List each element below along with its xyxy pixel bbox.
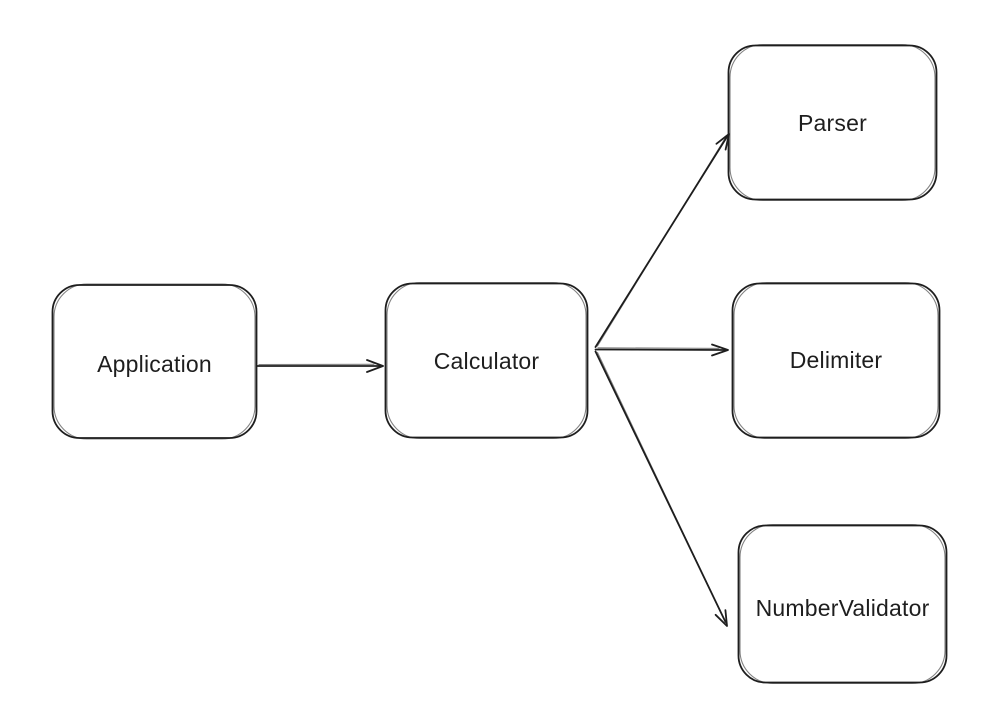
node-delimiter[interactable]: Delimiter xyxy=(731,281,941,440)
node-parser-label: Parser xyxy=(798,110,867,136)
arrow-application-to-calculator[interactable] xyxy=(256,359,384,373)
node-calculator[interactable]: Calculator xyxy=(384,281,589,440)
arrow-calculator-to-numbervalidator[interactable] xyxy=(594,350,728,627)
node-calculator-shape xyxy=(384,282,589,439)
node-parser-shape xyxy=(727,44,938,201)
arrow-shaft-sketch xyxy=(596,137,726,347)
node-numbervalidator[interactable]: NumberValidator xyxy=(737,523,948,685)
arrowhead-icon xyxy=(711,343,729,357)
node-numbervalidator-shape-sketch xyxy=(739,523,946,685)
node-numbervalidator-shape xyxy=(737,524,948,684)
node-numbervalidator-label: NumberValidator xyxy=(756,595,930,621)
arrow-calculator-to-delimiter[interactable] xyxy=(594,343,729,357)
arrow-calculator-to-parser[interactable] xyxy=(594,133,730,348)
node-delimiter-label: Delimiter xyxy=(790,347,883,373)
node-delimiter-shape-sketch xyxy=(733,281,939,440)
arrow-shaft xyxy=(594,348,727,351)
arrowhead-icon xyxy=(714,609,728,627)
arrow-shaft-sketch xyxy=(596,351,725,619)
node-application-shape-sketch xyxy=(53,283,256,440)
node-delimiter-shape xyxy=(731,282,941,439)
node-application-shape xyxy=(51,284,258,439)
node-parser-shape-sketch xyxy=(729,43,936,202)
node-calculator-shape-sketch xyxy=(386,281,587,440)
node-calculator-label: Calculator xyxy=(434,348,540,374)
arrowhead-icon xyxy=(366,359,384,373)
node-application-label: Application xyxy=(97,351,212,377)
node-application[interactable]: Application xyxy=(51,283,258,440)
node-parser[interactable]: Parser xyxy=(727,43,938,202)
arrow-shaft-sketch xyxy=(597,347,720,349)
